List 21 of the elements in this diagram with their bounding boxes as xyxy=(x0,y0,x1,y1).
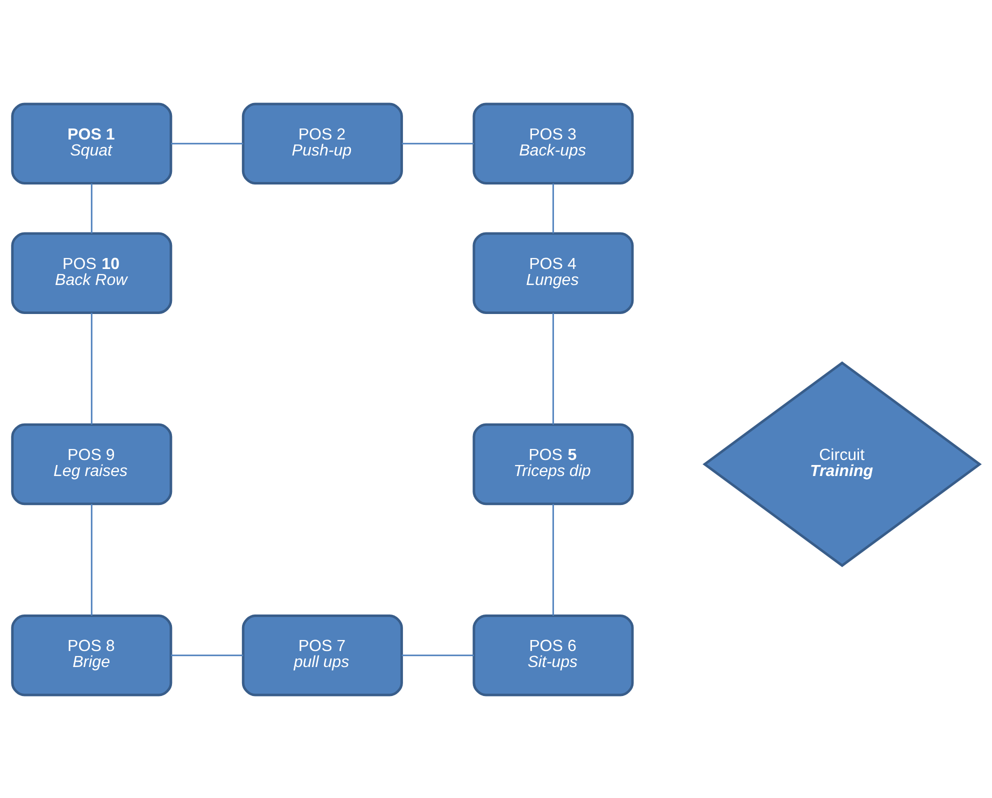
node-box: POS 5 Triceps dip xyxy=(472,422,634,505)
connector xyxy=(90,183,92,233)
connector xyxy=(402,142,474,144)
connector xyxy=(90,503,92,616)
node-box: POS 1 Squat xyxy=(11,102,172,184)
connector xyxy=(552,183,554,233)
connector xyxy=(90,312,92,424)
node-box: POS 2 Push-up xyxy=(242,102,403,184)
node-box: POS 8 Brige xyxy=(11,614,172,696)
connector xyxy=(170,142,244,144)
connector xyxy=(402,654,474,656)
connector xyxy=(552,503,554,616)
node-box: POS 6 Sit-ups xyxy=(472,614,634,696)
node-box: POS 9 Leg raises xyxy=(11,422,172,505)
node-box: POS 7 pull ups xyxy=(242,614,403,696)
connector xyxy=(170,654,244,656)
node-box: POS 4 Lunges xyxy=(472,232,634,314)
connector xyxy=(552,312,554,424)
node-box: POS 10 Back Row xyxy=(11,232,172,314)
node-diamond: Circuit Training xyxy=(702,360,982,567)
node-box: POS 3 Back-ups xyxy=(472,102,634,184)
